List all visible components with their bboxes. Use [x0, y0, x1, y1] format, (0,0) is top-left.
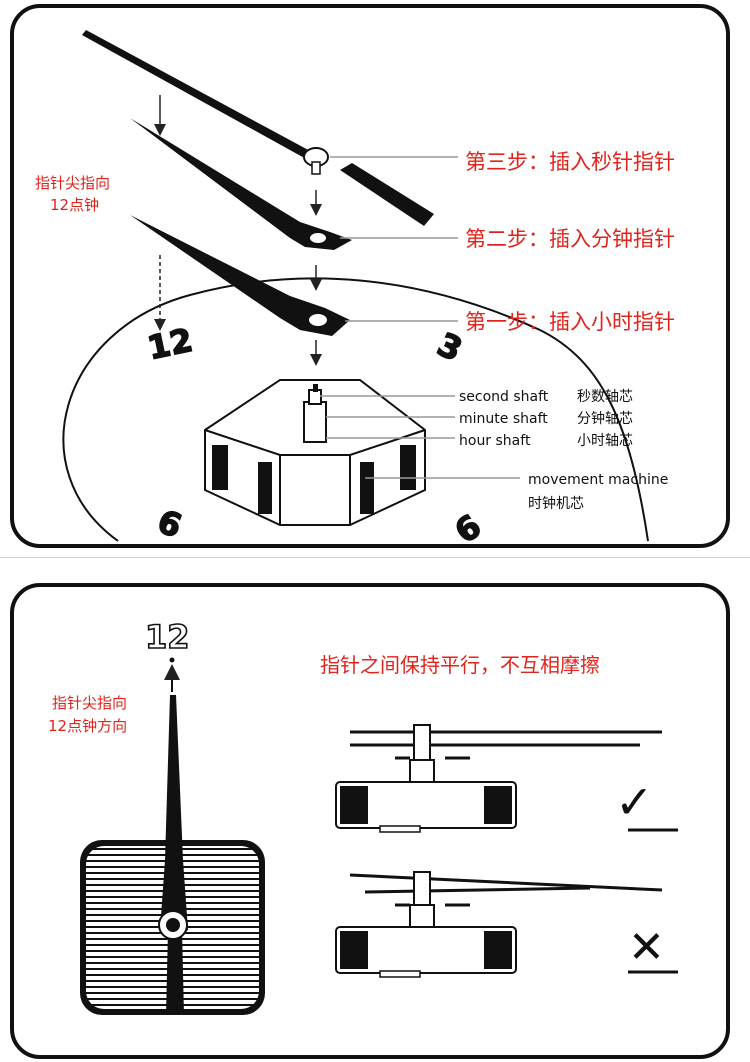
- bottom-left-note-line1: 指针尖指向: [52, 694, 127, 712]
- panel-separator: [0, 557, 750, 558]
- dial-number-9: 9: [153, 501, 187, 544]
- minute-hand: [130, 118, 352, 250]
- bottom-left-note-line2: 12点钟方向: [48, 717, 127, 735]
- movement-label-zh: 时钟机芯: [528, 495, 584, 512]
- minute-shaft-label: minute shaft: [459, 411, 548, 427]
- step2-label: 第二步：插入分钟指针: [465, 227, 675, 251]
- second-shaft-label-zh: 秒数轴芯: [577, 389, 633, 405]
- top-left-note-line1: 指针尖指向: [35, 174, 110, 192]
- wrong-mark: ✕: [628, 922, 665, 973]
- correct-mark: ✓: [615, 775, 654, 829]
- step1-label: 第一步：插入小时指针: [465, 310, 675, 334]
- step3-label: 第三步：插入秒针指针: [465, 150, 675, 174]
- bottom-dial-number-12: 12: [145, 618, 190, 656]
- dial-number-3: 3: [432, 325, 468, 369]
- hour-hand: [130, 215, 350, 336]
- movement-machine: [204, 379, 426, 526]
- twelve-dot: [169, 657, 175, 663]
- parallel-heading: 指针之间保持平行，不互相摩擦: [320, 653, 600, 677]
- dial-number-12: 12: [144, 321, 195, 367]
- wrong-side-view: [335, 871, 663, 978]
- dial-number-6: 6: [448, 507, 488, 551]
- top-left-note-line2: 12点钟: [50, 196, 99, 214]
- minute-shaft-label-zh: 分钟轴芯: [577, 410, 633, 427]
- hour-shaft-label: hour shaft: [459, 433, 531, 449]
- second-hand: [82, 30, 434, 226]
- movement-label: movement machine: [528, 472, 668, 488]
- hands-front-view: [158, 695, 188, 1015]
- clock-dial-arc: [62, 277, 649, 542]
- correct-side-view: [335, 724, 662, 833]
- hour-shaft-label-zh: 小时轴芯: [577, 433, 633, 449]
- second-shaft-label: second shaft: [459, 389, 549, 405]
